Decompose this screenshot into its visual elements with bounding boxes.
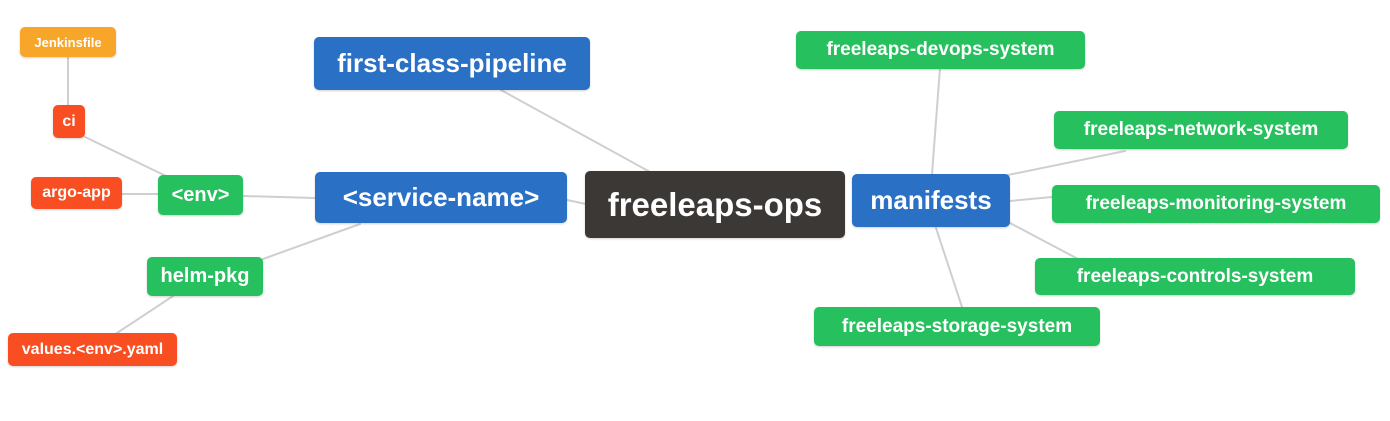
edge-service-name-helm-pkg xyxy=(262,223,361,260)
node-values-env-yaml[interactable]: values.<env>.yaml xyxy=(8,333,177,366)
node-env[interactable]: <env> xyxy=(158,175,243,215)
edge-manifests-network xyxy=(1002,150,1126,177)
edge-manifests-devops xyxy=(931,67,941,175)
edge-ci-env xyxy=(84,136,169,178)
node-freeleaps-monitoring-system[interactable]: freeleaps-monitoring-system xyxy=(1052,185,1380,223)
edge-service-name-root xyxy=(566,199,587,205)
node-manifests[interactable]: manifests xyxy=(852,174,1010,227)
edge-env-service-name xyxy=(242,195,316,199)
edge-manifests-monitoring xyxy=(1009,196,1053,202)
edge-helm-pkg-values xyxy=(116,295,174,334)
edge-manifests-controls xyxy=(1009,222,1079,260)
node-freeleaps-ops-root[interactable]: freeleaps-ops xyxy=(585,171,845,238)
node-freeleaps-storage-system[interactable]: freeleaps-storage-system xyxy=(814,307,1100,346)
node-first-class-pipeline[interactable]: first-class-pipeline xyxy=(314,37,590,90)
node-ci[interactable]: ci xyxy=(53,105,85,138)
edge-manifests-storage xyxy=(935,227,963,308)
edge-pipeline-root xyxy=(500,89,651,173)
node-freeleaps-devops-system[interactable]: freeleaps-devops-system xyxy=(796,31,1085,69)
node-argo-app[interactable]: argo-app xyxy=(31,177,122,209)
node-service-name[interactable]: <service-name> xyxy=(315,172,567,223)
node-helm-pkg[interactable]: helm-pkg xyxy=(147,257,263,296)
node-jenkinsfile[interactable]: Jenkinsfile xyxy=(20,27,116,57)
node-freeleaps-controls-system[interactable]: freeleaps-controls-system xyxy=(1035,258,1355,295)
node-freeleaps-network-system[interactable]: freeleaps-network-system xyxy=(1054,111,1348,149)
